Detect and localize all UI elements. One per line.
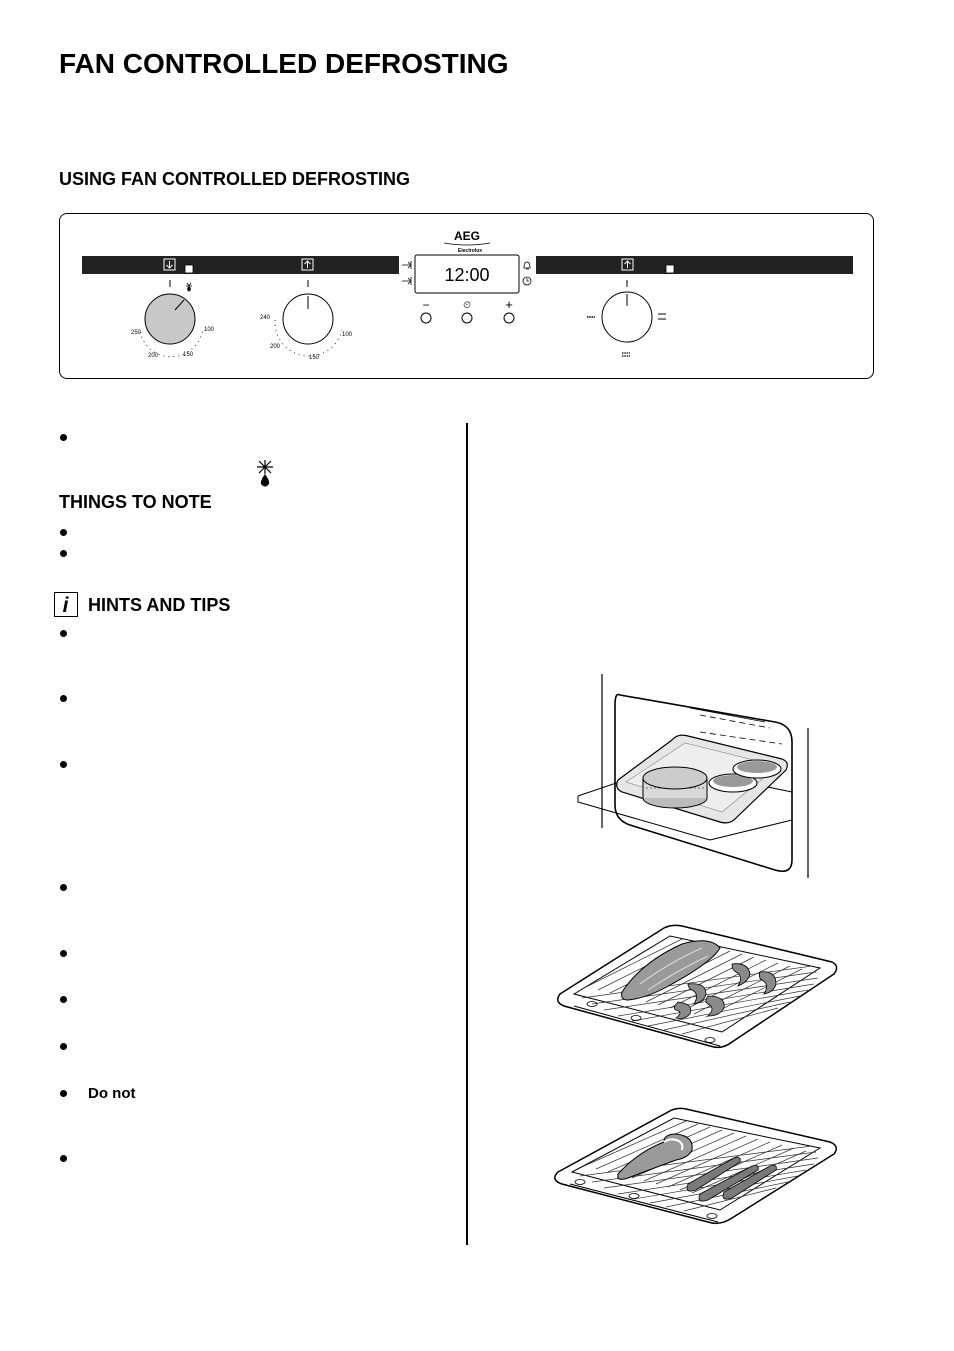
prawns xyxy=(674,963,777,1019)
left-control-bar xyxy=(82,256,399,274)
section-subtitle: USING FAN CONTROLLED DEFROSTING xyxy=(59,169,410,189)
bullet xyxy=(60,1090,67,1097)
brand-logo: AEG xyxy=(454,229,480,243)
temperature-dial[interactable] xyxy=(282,293,334,345)
right-control-bar xyxy=(536,256,853,274)
oven-control-panel: AEG Electrolux 12:00 − ⏲ + 250 200 150 1… xyxy=(59,213,874,379)
full-grill-icon xyxy=(622,352,630,357)
bullet xyxy=(60,1155,67,1162)
bell-icon xyxy=(523,261,531,270)
left-dial-label-100: 100 xyxy=(204,327,215,333)
end-time-icon xyxy=(402,277,412,285)
middle-dial-label-100: 100 xyxy=(342,332,353,338)
bullet xyxy=(60,761,67,768)
control-panel-drawing: AEG Electrolux 12:00 − ⏲ + 250 200 150 1… xyxy=(82,229,853,361)
timer-button-label: ⏲ xyxy=(463,300,471,311)
defrost-icon xyxy=(257,460,273,487)
left-dial-label-150: 150 xyxy=(183,352,194,358)
bullet xyxy=(60,996,67,1003)
timer-button[interactable] xyxy=(461,312,473,324)
steak-grid-illustration xyxy=(554,1107,837,1225)
sub-brand-logo: Electrolux xyxy=(458,248,482,254)
oven-interior-illustration xyxy=(577,674,809,878)
left-indicator-light xyxy=(184,264,194,274)
dual-grill-icon xyxy=(658,313,666,320)
left-dial-label-200: 200 xyxy=(148,353,159,359)
info-icon: i xyxy=(54,592,78,617)
things-to-note-heading: THINGS TO NOTE xyxy=(59,492,212,512)
bullet xyxy=(60,884,67,891)
bullet xyxy=(60,695,67,702)
minus-button-label: − xyxy=(422,298,429,312)
hints-and-tips-heading: HINTS AND TIPS xyxy=(88,595,231,615)
minus-button[interactable] xyxy=(420,312,432,324)
middle-dial-label-150: 150 xyxy=(309,355,320,361)
bullet xyxy=(60,434,67,441)
fish-grid-illustration xyxy=(557,924,838,1049)
clock-icon xyxy=(522,276,532,286)
column-divider xyxy=(466,423,468,1245)
plus-button-label: + xyxy=(505,297,513,312)
plus-button[interactable] xyxy=(503,312,515,324)
up-arrow-icon xyxy=(301,258,314,271)
down-arrow-icon xyxy=(163,258,176,271)
defrost-small-icon xyxy=(186,282,192,292)
left-dial-label-250: 250 xyxy=(131,330,142,336)
page-title: FAN CONTROLLED DEFROSTING xyxy=(59,48,509,79)
bullet xyxy=(60,550,67,557)
svg-text:i: i xyxy=(63,594,70,615)
grill-dial[interactable] xyxy=(601,291,653,343)
do-not-warning: Do not xyxy=(88,1085,136,1102)
sausages xyxy=(686,1157,777,1202)
bullet xyxy=(60,950,67,957)
bullet xyxy=(60,529,67,536)
middle-dial-label-240: 240 xyxy=(260,315,271,321)
right-indicator-light xyxy=(665,264,675,274)
clock-display xyxy=(414,254,520,294)
clock-display-time: 12:00 xyxy=(444,265,489,285)
bullet xyxy=(60,630,67,637)
bullet xyxy=(60,1043,67,1050)
start-time-icon xyxy=(402,261,412,269)
right-up-arrow-icon xyxy=(621,258,634,271)
function-dial[interactable] xyxy=(144,293,196,345)
middle-dial-label-200: 200 xyxy=(270,344,281,350)
